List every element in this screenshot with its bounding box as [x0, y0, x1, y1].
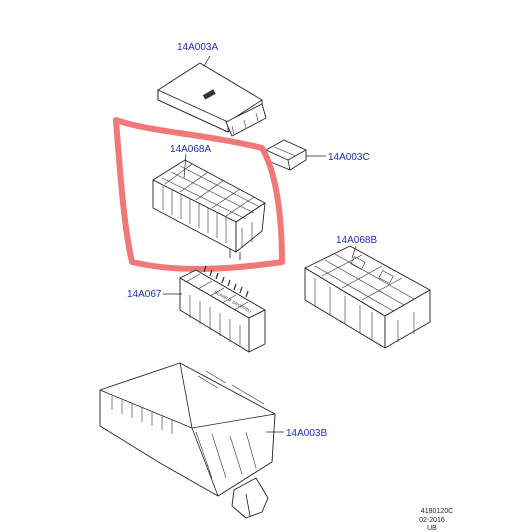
callout-cover: 14A003A: [177, 42, 218, 53]
callout-small-cover: 14A003C: [328, 152, 370, 163]
highlight-outline: [113, 117, 285, 272]
upper-box-part[interactable]: [152, 159, 266, 260]
footer-date: 02-2016: [419, 517, 445, 524]
cover-part[interactable]: [157, 62, 267, 137]
footer-code: UB: [427, 525, 437, 532]
fuse-block-part[interactable]: SCRAP IF DROPPED: [179, 265, 266, 353]
callout-fuse-block: 14A067: [127, 289, 162, 300]
callout-lower-tray: 14A003B: [286, 428, 327, 439]
lower-tray-part[interactable]: [99, 362, 276, 519]
small-cover-part[interactable]: [265, 139, 307, 171]
callout-module-right: 14A068B: [336, 235, 377, 246]
footer-drawing-number: 4180120C: [421, 508, 453, 515]
module-right-part[interactable]: [304, 245, 431, 349]
callout-upper-box: 14A068A: [170, 144, 211, 155]
